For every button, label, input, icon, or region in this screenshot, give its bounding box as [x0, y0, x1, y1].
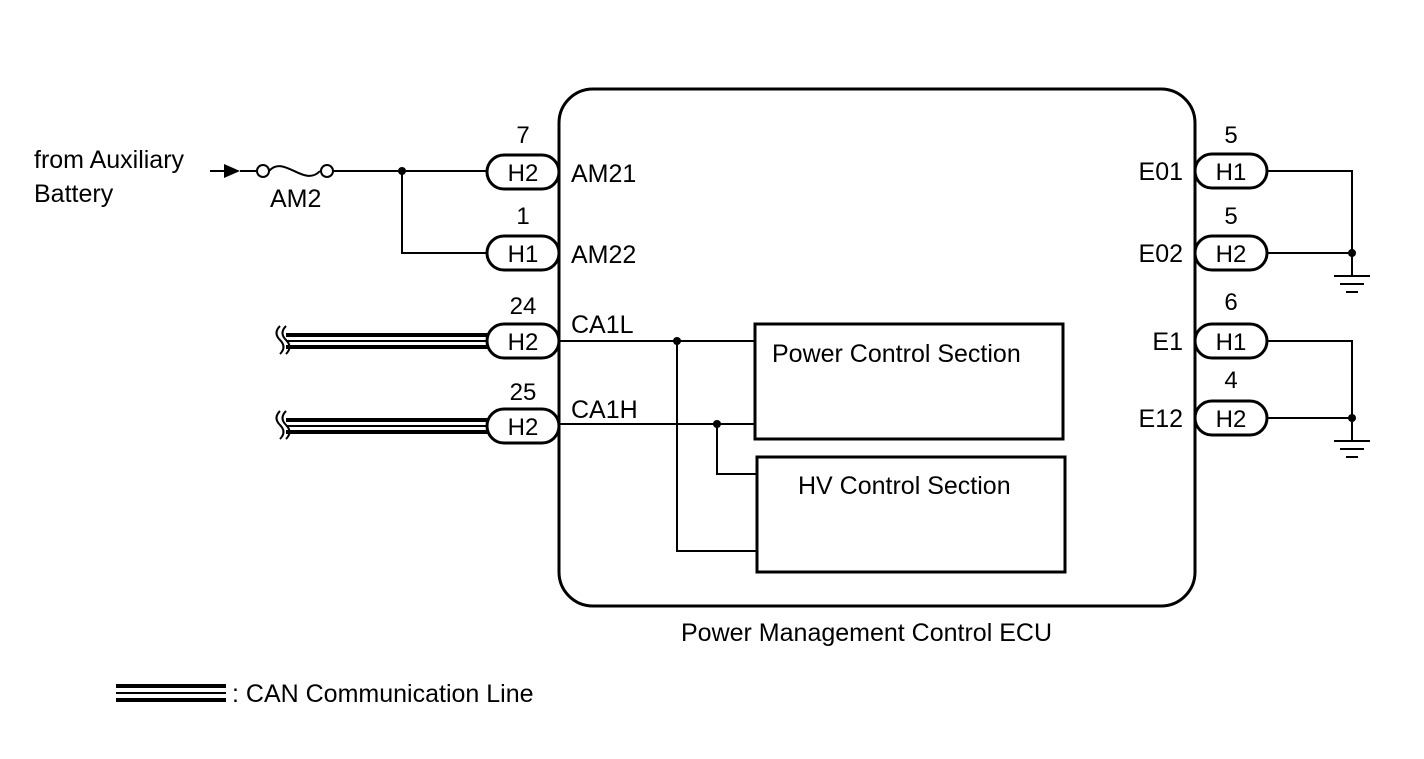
- terminal-label: E02: [1139, 240, 1183, 268]
- can-line-ca1h: [275, 410, 488, 440]
- ca1l-to-hv-wire: [676, 341, 757, 552]
- hv-control-section-label: HV Control Section: [798, 472, 1011, 500]
- pin-number: 24: [510, 293, 537, 320]
- terminal-label: AM22: [571, 241, 636, 269]
- connector-e02: H2: [1193, 234, 1269, 272]
- power-control-section: [753, 322, 1065, 441]
- connector-label: H1: [508, 241, 539, 268]
- connector-am21: H2: [485, 153, 561, 191]
- e01-ground-wire: [1267, 170, 1353, 253]
- connector-e01: H1: [1193, 152, 1269, 190]
- pin-number: 5: [1224, 122, 1237, 149]
- can-line-ca1l: [275, 325, 488, 355]
- pin-number: 7: [516, 122, 529, 149]
- connector-ca1h: H2: [485, 407, 561, 445]
- pin-number: 4: [1224, 367, 1237, 394]
- pin-number: 25: [510, 379, 537, 406]
- fuse-label: AM2: [270, 185, 321, 213]
- hv-control-section: [755, 455, 1067, 574]
- power-control-section-label: Power Control Section: [772, 340, 1021, 368]
- source-label-line1: from Auxiliary: [34, 146, 185, 174]
- fuse-icon: [240, 164, 334, 178]
- can-line-legend-icon: [116, 684, 226, 702]
- connector-ca1l: H2: [485, 322, 561, 360]
- terminal-label: CA1L: [571, 311, 634, 339]
- source-label-line2: Battery: [34, 180, 114, 208]
- e1-ground-wire: [1267, 340, 1353, 418]
- source-arrow-icon: [210, 164, 240, 178]
- connector-label: H1: [1216, 159, 1247, 186]
- legend-text: : CAN Communication Line: [232, 680, 534, 708]
- terminal-label: AM21: [571, 160, 636, 188]
- ground-icon: [1334, 253, 1370, 293]
- pin-number: 5: [1224, 203, 1237, 230]
- connector-label: H2: [1216, 406, 1247, 433]
- ground-icon: [1334, 418, 1370, 458]
- terminal-label: E1: [1152, 328, 1183, 356]
- terminal-label: CA1H: [571, 396, 638, 424]
- connector-e12: H2: [1193, 399, 1269, 437]
- pin-number: 1: [516, 203, 529, 230]
- connector-label: H2: [508, 160, 539, 187]
- terminal-label: E12: [1139, 405, 1183, 433]
- connector-label: H2: [508, 414, 539, 441]
- connector-label: H2: [508, 329, 539, 356]
- connector-label: H1: [1216, 329, 1247, 356]
- terminal-label: E01: [1139, 158, 1183, 186]
- ca1h-to-hv-wire: [716, 424, 757, 475]
- connector-label: H2: [1216, 241, 1247, 268]
- connector-am22: H1: [485, 234, 561, 272]
- connector-e1: H1: [1193, 322, 1269, 360]
- pin-number: 6: [1224, 289, 1237, 316]
- am22-feed-wire: [401, 171, 487, 254]
- ecu-title: Power Management Control ECU: [681, 619, 1052, 647]
